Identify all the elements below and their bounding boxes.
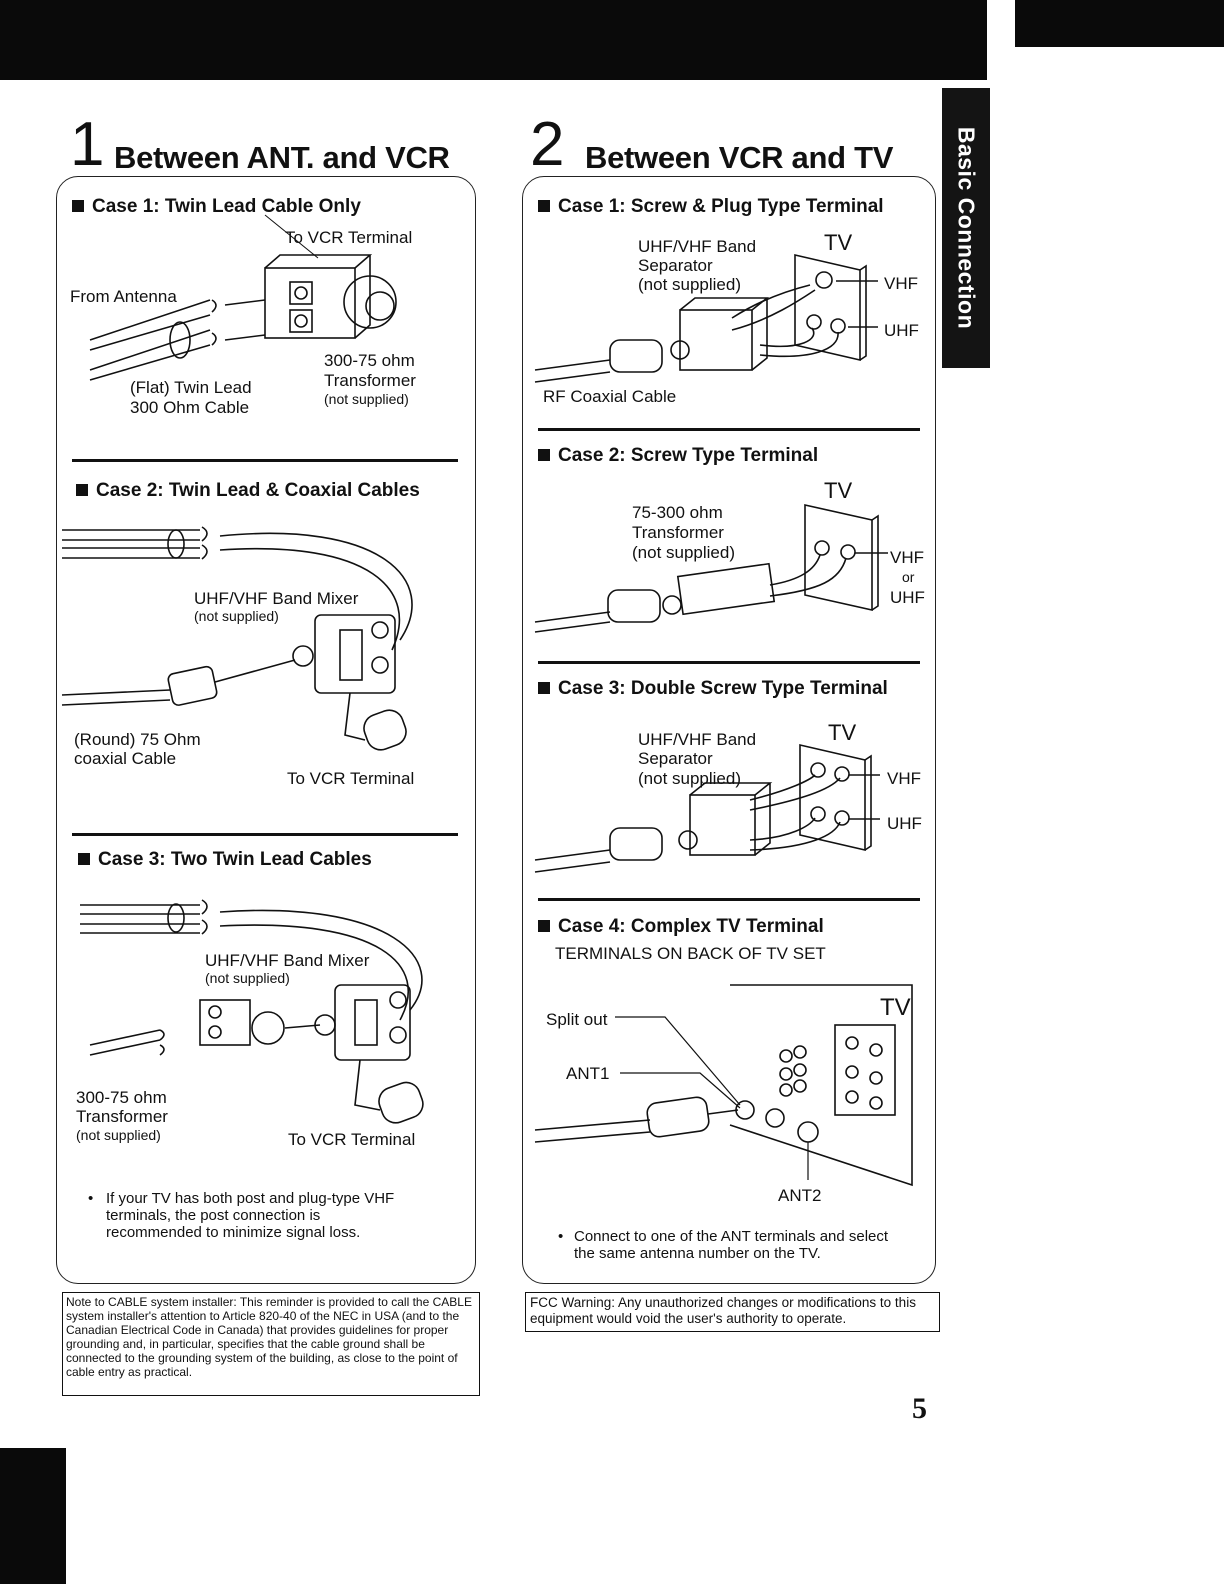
cable-installer-note: Note to CABLE system installer: This rem… (62, 1292, 480, 1396)
s2-case4-subtitle: TERMINALS ON BACK OF TV SET (555, 944, 826, 963)
s1-case3-transformer-2: Transformer (76, 1107, 168, 1126)
s1-case2-mixer-2: (not supplied) (194, 608, 279, 624)
section2-panel (522, 176, 936, 1284)
s1-divider-1 (72, 459, 458, 462)
fcc-warning: FCC Warning: Any unauthorized changes or… (525, 1292, 940, 1332)
s1-case3-transformer-1: 300-75 ohm (76, 1088, 167, 1107)
s2-case3-uhf: UHF (887, 814, 922, 833)
section2-number: 2 (530, 110, 565, 179)
s2-case3-title: Case 3: Double Screw Type Terminal (538, 678, 888, 700)
s1-case2-mixer-1: UHF/VHF Band Mixer (194, 589, 359, 608)
s1-case1-transformer-2: Transformer (324, 371, 416, 390)
s2-case1-separator-2: Separator (638, 256, 713, 275)
s1-case1-from-antenna: From Antenna (70, 287, 177, 306)
s2-case1-diagram (534, 253, 878, 383)
s2-divider-2 (538, 661, 920, 664)
s1-case1-transformer-1: 300-75 ohm (324, 351, 415, 370)
s1-case2-title: Case 2: Twin Lead & Coaxial Cables (76, 480, 420, 502)
s1-case3-diagram (80, 899, 424, 1124)
s2-case1-separator-3: (not supplied) (638, 275, 742, 294)
s2-divider-1 (538, 428, 920, 431)
s1-case3-mixer-1: UHF/VHF Band Mixer (205, 951, 370, 970)
s1-case3-to-vcr: To VCR Terminal (288, 1130, 416, 1149)
s2-bullet-note: •Connect to one of the ANT terminals and… (558, 1228, 889, 1262)
s2-case4-ant1: ANT1 (566, 1064, 610, 1083)
s2-case4-title: Case 4: Complex TV Terminal (538, 916, 824, 938)
s2-case4-ant2: ANT2 (778, 1186, 822, 1205)
s1-divider-2 (72, 833, 458, 836)
s1-case2-coax-1: (Round) 75 Ohm (74, 730, 201, 749)
s2-case2-transformer-1: 75-300 ohm (632, 503, 723, 522)
s1-case3-transformer-3: (not supplied) (76, 1127, 161, 1143)
s1-case1-cable-1: (Flat) Twin Lead (130, 378, 252, 397)
side-tab: Basic Connection (942, 88, 990, 368)
s2-case2-transformer-2: Transformer (632, 523, 724, 542)
s2-case1-uhf: UHF (884, 321, 919, 340)
section1-title: Between ANT. and VCR (114, 140, 450, 175)
s2-case4-split-out: Split out (546, 1010, 608, 1029)
s2-case1-vhf: VHF (884, 274, 918, 293)
s2-case3-separator-1: UHF/VHF Band (638, 730, 757, 749)
s1-case1-title: Case 1: Twin Lead Cable Only (72, 196, 361, 218)
s2-case2-transformer-3: (not supplied) (632, 543, 736, 562)
s2-case4-tv: TV (880, 994, 911, 1021)
section1-number: 1 (70, 110, 105, 179)
s1-case2-diagram (61, 526, 413, 751)
s2-case2-title: Case 2: Screw Type Terminal (538, 445, 818, 467)
s2-case2-vhf: VHF (890, 548, 924, 567)
s1-case2-to-vcr: To VCR Terminal (287, 769, 415, 788)
s1-case1-diagram (89, 214, 397, 381)
s2-case2-diagram (534, 504, 888, 633)
s2-case2-tv: TV (824, 478, 853, 503)
s2-case3-separator-3: (not supplied) (638, 769, 742, 788)
s2-case3-diagram (534, 743, 880, 873)
s2-case3-vhf: VHF (887, 769, 921, 788)
s2-case2-uhf: UHF (890, 588, 925, 607)
s1-bullet-note: •If your TV has both post and plug-type … (88, 1190, 395, 1241)
section2-title: Between VCR and TV (585, 140, 894, 175)
header-bar (0, 0, 987, 80)
s2-case1-rf-cable: RF Coaxial Cable (543, 387, 677, 406)
s2-case3-separator-2: Separator (638, 749, 713, 768)
s2-case1-separator-1: UHF/VHF Band (638, 237, 757, 256)
bottom-left-block (0, 1448, 66, 1584)
s2-case3-tv: TV (828, 720, 857, 745)
s1-case1-cable-2: 300 Ohm Cable (130, 398, 250, 417)
s1-case1-to-vcr: To VCR Terminal (285, 228, 413, 247)
s1-case3-mixer-2: (not supplied) (205, 970, 290, 986)
section1-panel (56, 176, 476, 1284)
page-number: 5 (912, 1392, 927, 1425)
s2-case1-title: Case 1: Screw & Plug Type Terminal (538, 196, 884, 218)
s1-case1-transformer-3: (not supplied) (324, 391, 409, 407)
s2-divider-3 (538, 898, 920, 901)
s1-case3-title: Case 3: Two Twin Lead Cables (78, 849, 372, 871)
s2-case2-or: or (902, 569, 915, 585)
s2-case1-tv: TV (824, 230, 853, 255)
s2-case4-diagram (534, 984, 913, 1187)
header-bar-right (1015, 0, 1224, 47)
s1-case2-coax-2: coaxial Cable (74, 749, 177, 768)
